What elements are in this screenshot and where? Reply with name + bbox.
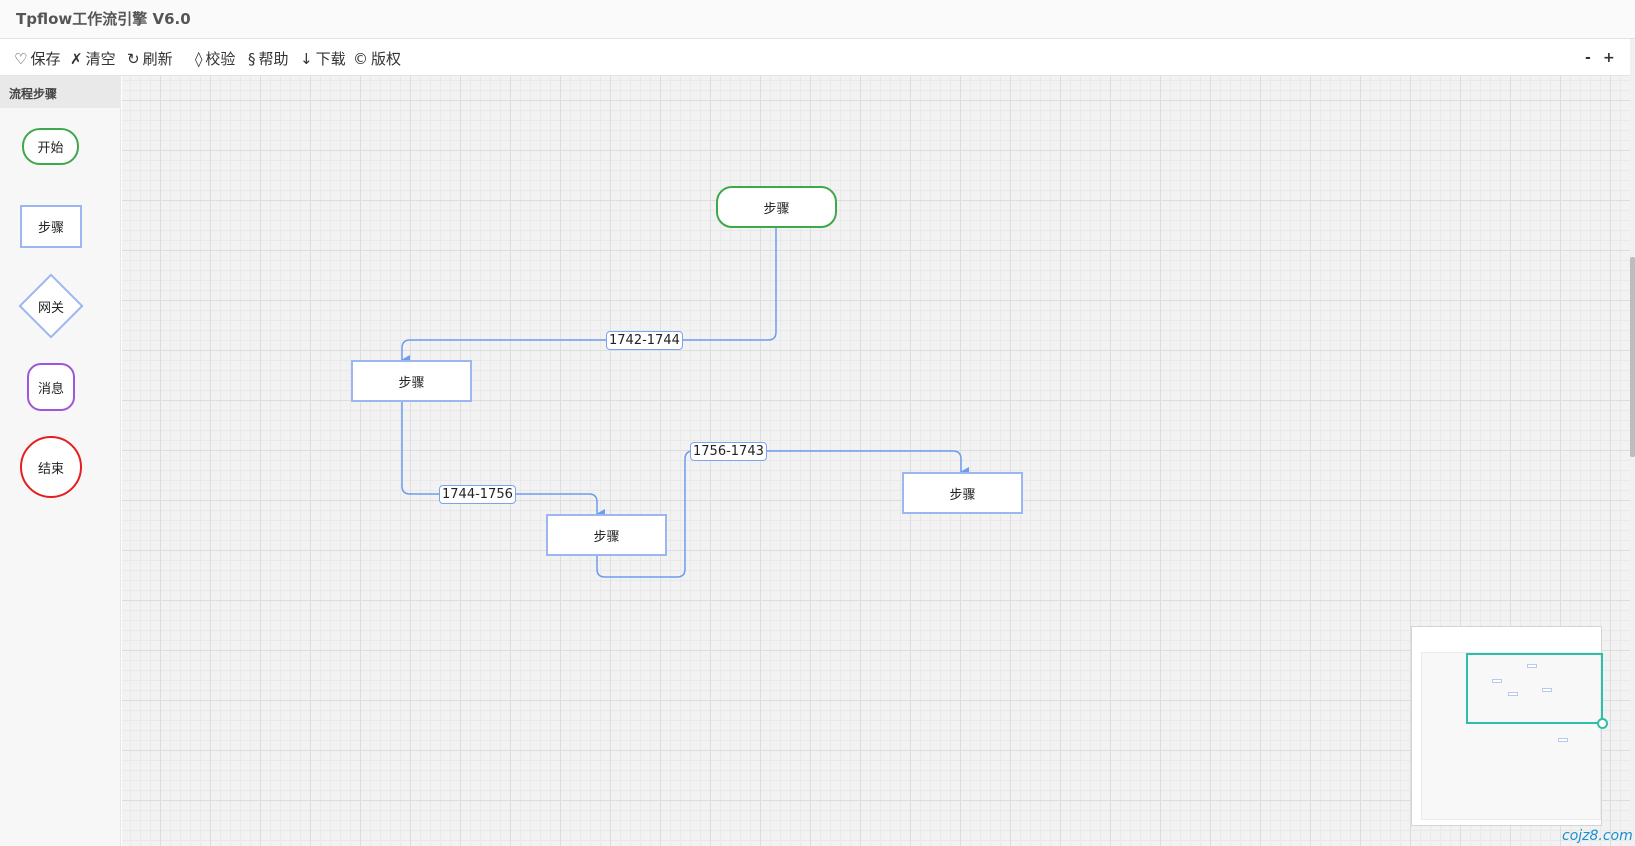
sidebar-header: 流程步骤 (0, 76, 121, 108)
refresh-label: 刷新 (142, 50, 173, 68)
validate-button[interactable]: ◊校验 (195, 48, 235, 69)
flow-node-label: 步骤 (593, 529, 620, 545)
minimap-node (1492, 679, 1502, 683)
cross-icon: ✗ (70, 50, 83, 68)
flow-node-label: 步骤 (763, 201, 790, 217)
heart-icon: ♡ (14, 50, 28, 68)
minimap-canvas (1421, 652, 1601, 820)
download-label: 下载 (315, 50, 346, 68)
clear-button[interactable]: ✗清空 (70, 48, 116, 69)
minimap[interactable] (1411, 626, 1608, 826)
edge-label-1742-1744[interactable]: 1742-1744 (606, 331, 683, 350)
toolbar: ♡保存 ✗清空 ↻刷新 ◊校验 §帮助 ↓下载 ©版权 - + (0, 39, 1635, 76)
save-button[interactable]: ♡保存 (14, 48, 60, 69)
download-button[interactable]: ↓下载 (300, 48, 346, 69)
vertical-scroll-thumb[interactable] (1630, 257, 1635, 457)
watermark: cojz8.com (1562, 828, 1633, 844)
section-icon: § (248, 50, 256, 68)
palette-message-node[interactable]: 消息 (27, 363, 75, 411)
edge-label-1744-1756[interactable]: 1744-1756 (439, 485, 516, 504)
flow-node-label: 步骤 (398, 375, 425, 391)
arrow-down-icon: ↓ (300, 50, 313, 68)
copyright-icon: © (353, 50, 368, 68)
palette-end-node[interactable]: 结束 (20, 436, 82, 498)
minimap-node (1508, 692, 1518, 696)
copyright-label: 版权 (371, 50, 402, 68)
palette-step-node[interactable]: 步骤 (20, 205, 82, 248)
palette-message-label: 消息 (37, 381, 64, 397)
zoom-out-button[interactable]: - (1585, 50, 1591, 66)
minimap-resize-handle[interactable] (1597, 718, 1608, 729)
flow-canvas[interactable]: 步骤 步骤 步骤 步骤 1742-1744 1744-1756 1756-174… (122, 76, 1630, 846)
minimap-node (1558, 738, 1568, 742)
edge-1756-1743[interactable] (596, 450, 969, 578)
palette-gateway-node[interactable]: 网关 (18, 273, 84, 339)
copyright-button[interactable]: ©版权 (353, 48, 401, 69)
flow-node-1756[interactable]: 步骤 (546, 514, 667, 556)
minimap-viewport[interactable] (1466, 653, 1603, 724)
app-title: Tpflow工作流引擎 V6.0 (16, 10, 191, 28)
diamond-icon: ◊ (195, 50, 203, 68)
help-label: 帮助 (258, 50, 289, 68)
validate-label: 校验 (205, 50, 236, 68)
refresh-icon: ↻ (127, 50, 140, 68)
edge-1742-1744[interactable] (401, 228, 777, 365)
flow-node-1744[interactable]: 步骤 (351, 360, 472, 402)
palette-start-label: 开始 (37, 141, 64, 156)
flow-node-label: 步骤 (949, 487, 976, 503)
palette-end-label: 结束 (37, 461, 64, 477)
palette-gateway-label: 网关 (37, 300, 64, 316)
help-button[interactable]: §帮助 (248, 48, 289, 69)
zoom-in-button[interactable]: + (1603, 50, 1615, 66)
minimap-node (1527, 664, 1537, 668)
palette-step-label: 步骤 (37, 221, 64, 236)
minimap-node (1542, 688, 1552, 692)
flow-node-1742[interactable]: 步骤 (716, 186, 837, 228)
refresh-button[interactable]: ↻刷新 (127, 48, 173, 69)
palette-start-node[interactable]: 开始 (22, 128, 79, 165)
sidebar: 流程步骤 开始 步骤 网关 消息 结束 (0, 76, 121, 846)
flow-connectors (401, 228, 969, 578)
save-label: 保存 (30, 50, 61, 68)
flow-node-1743[interactable]: 步骤 (902, 472, 1023, 514)
title-bar: Tpflow工作流引擎 V6.0 (0, 0, 1635, 39)
edge-label-1756-1743[interactable]: 1756-1743 (690, 442, 767, 461)
clear-label: 清空 (85, 50, 116, 68)
